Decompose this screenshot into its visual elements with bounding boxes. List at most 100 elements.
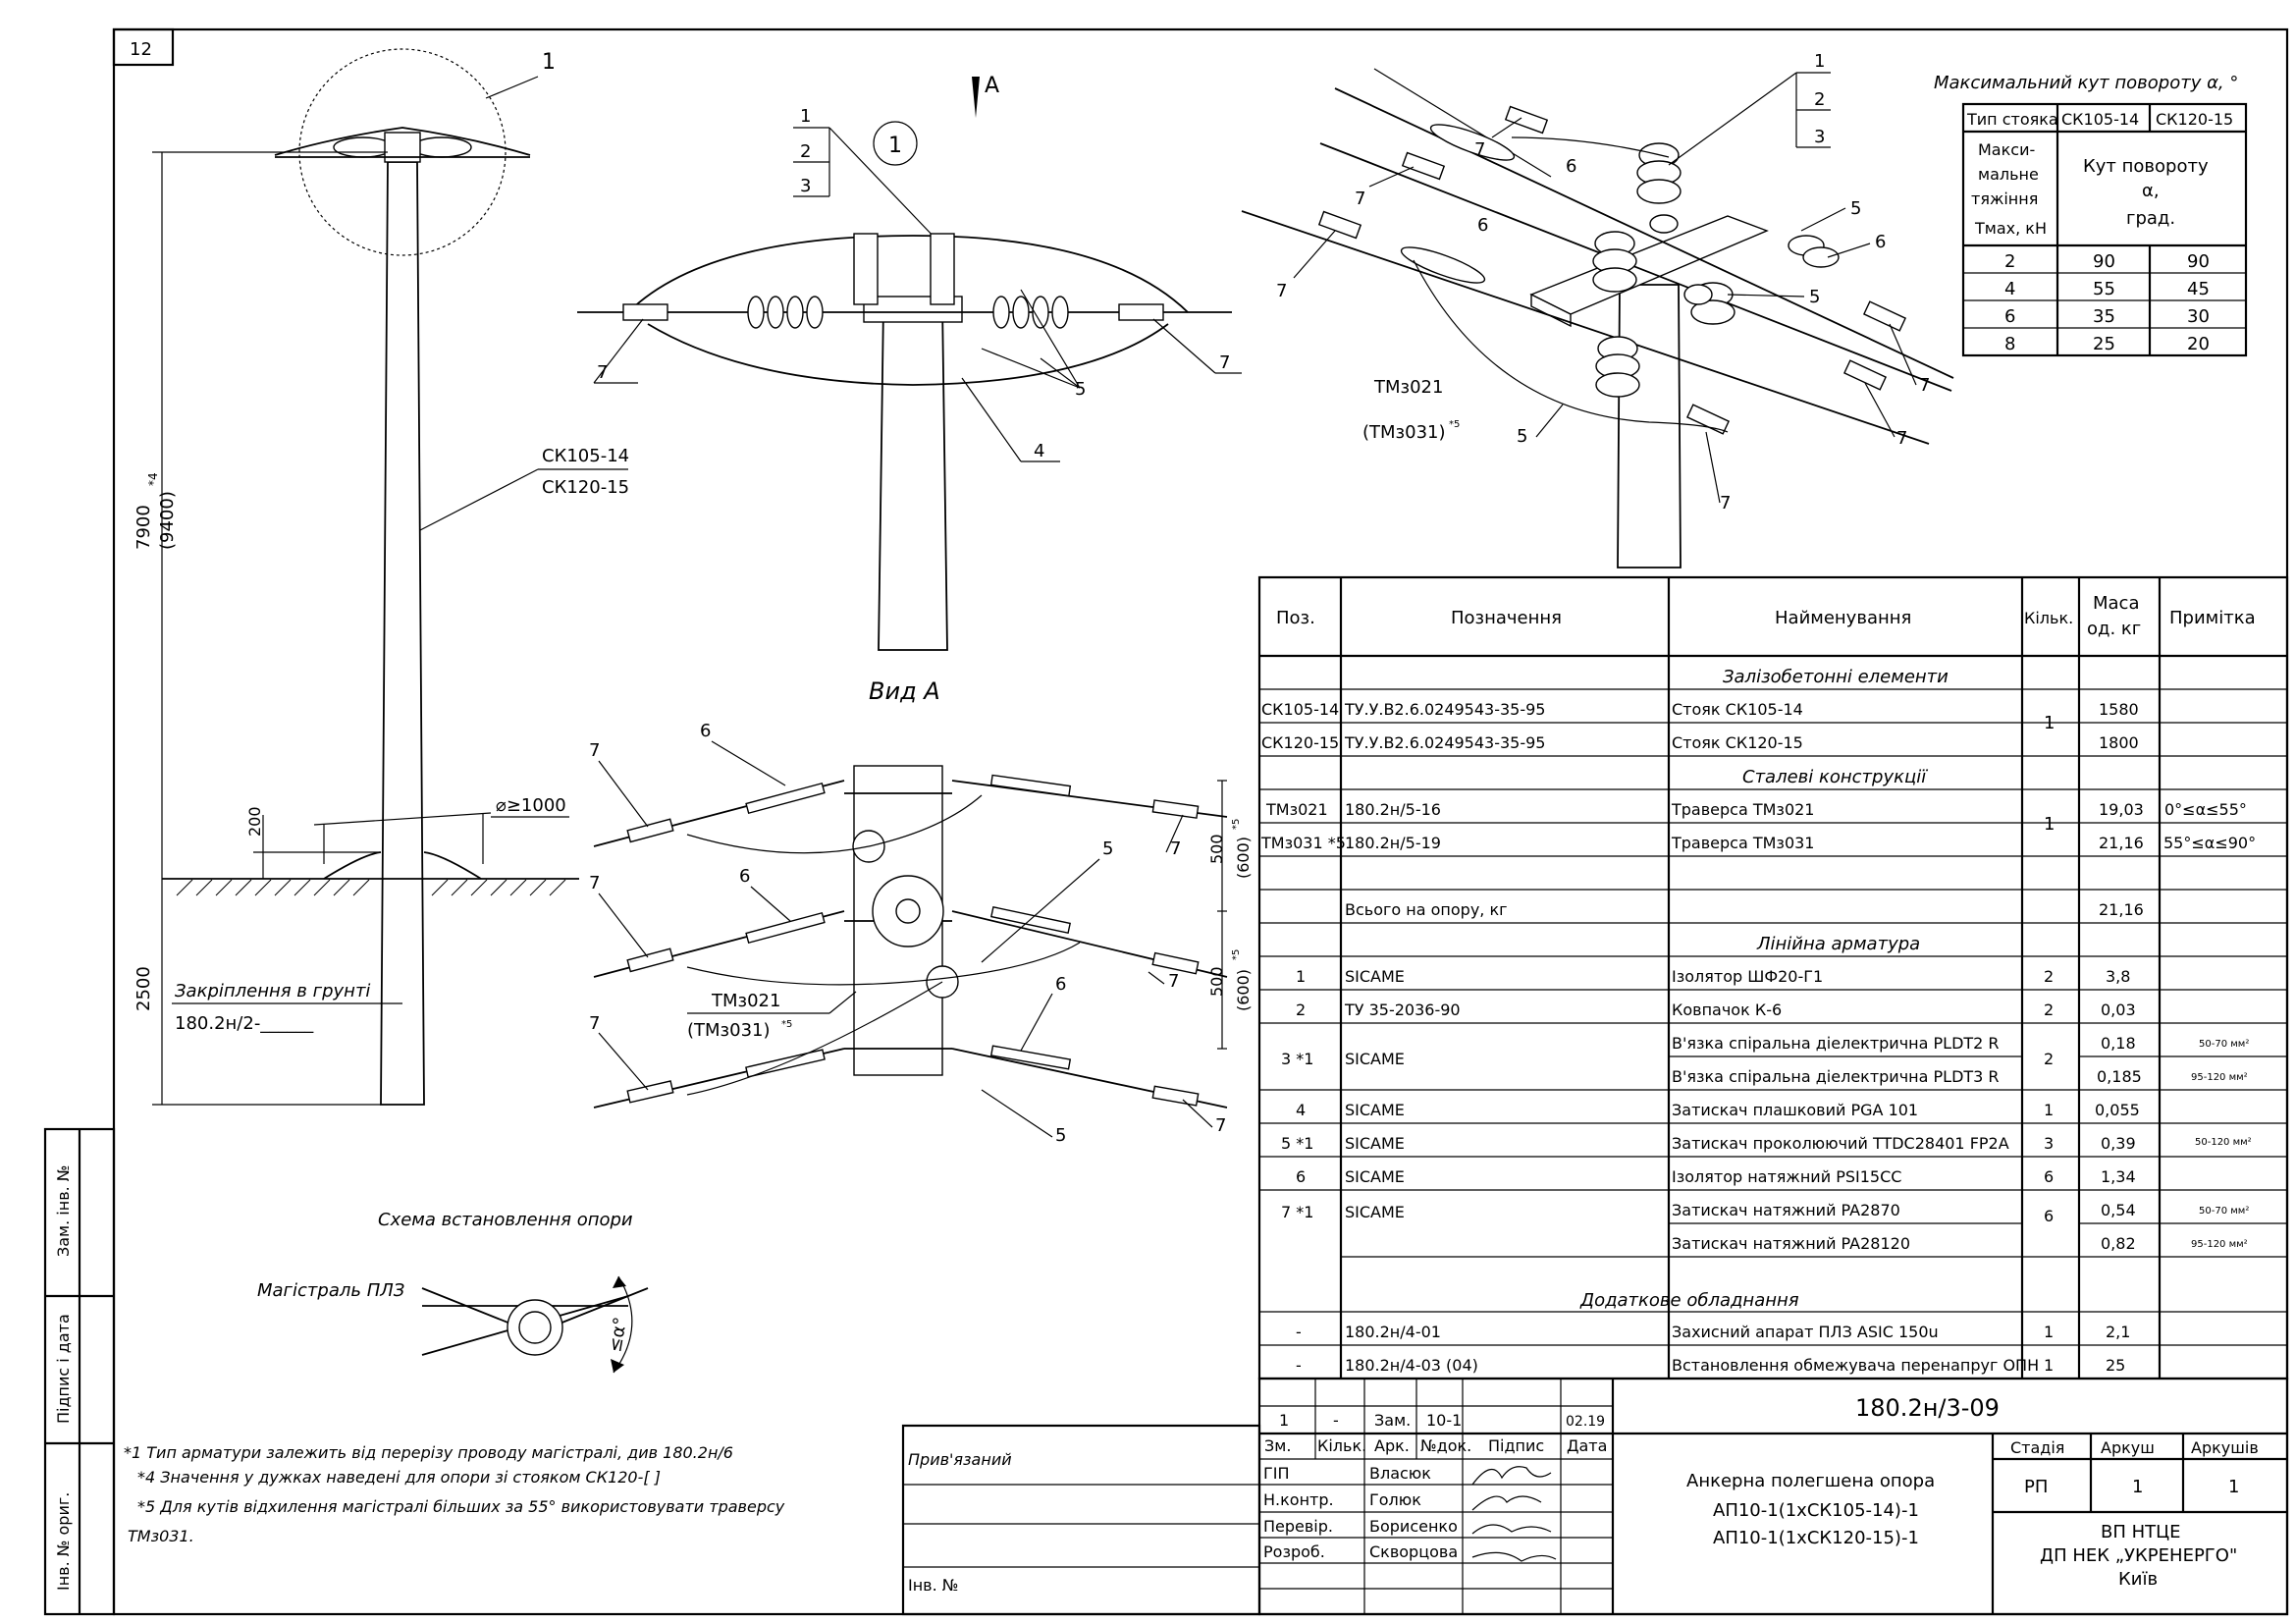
title-attached: Прив'язаний <box>908 1450 1012 1469</box>
angle-header-col2: СК120-15 <box>2156 110 2233 129</box>
spec-cell-mass: 0,54 <box>2101 1201 2136 1219</box>
spec-cell-des: ТУ.У.В2.6.0249543-35-95 <box>1344 700 1545 719</box>
sheets-value: 1 <box>2228 1477 2239 1497</box>
angle-row-b: 90 <box>2187 251 2210 272</box>
spec-cell-qty: 1 <box>2044 1101 2054 1119</box>
spec-cell-qty: 1 <box>2044 1356 2054 1375</box>
install-line-label: Магістраль ПЛЗ <box>257 1280 405 1301</box>
spec-cell-mass: 3,8 <box>2106 967 2130 986</box>
tb-header-6: Дата <box>1567 1436 1607 1455</box>
topview-leader-7b: 7 <box>1170 839 1181 859</box>
angle-header-col1: СК105-14 <box>2061 110 2139 129</box>
iso-leader-5a: 5 <box>1850 198 1861 219</box>
spec-cell-des: 180.2н/4-01 <box>1345 1323 1441 1341</box>
title-desc-1: Анкерна полегшена опора <box>1686 1471 1935 1491</box>
tb-header-4: №док. <box>1420 1436 1471 1455</box>
sheets-header: Аркушів <box>2191 1438 2259 1457</box>
tb-header-3: Арк. <box>1374 1436 1410 1455</box>
rev-cell-4: 10-1 <box>1426 1411 1462 1430</box>
detail-leader-5: 5 <box>1075 379 1086 400</box>
stage-value: РП <box>2024 1477 2048 1497</box>
topview-traverse-2: (ТМз031) <box>687 1020 771 1041</box>
angle-row-label-2: мальне <box>1978 165 2039 184</box>
spec-cell-qty: 1 <box>2044 1323 2054 1341</box>
spec-cell-pos: - <box>1296 1323 1302 1341</box>
spec-cell-name: Затискач плашковий PGA 101 <box>1672 1101 1918 1119</box>
note-1: *1 Тип арматури залежить від перерізу пр… <box>124 1443 733 1462</box>
angle-merged-1: Кут повороту <box>2083 156 2209 177</box>
topview-traverse-note: *5 <box>781 1019 792 1030</box>
left-strip: Зам. інв. № Підпис і дата Інв. № ориг. <box>43 1127 116 1616</box>
notes: *1 Тип арматури залежить від перерізу пр… <box>124 1443 785 1545</box>
ground-fix-ref: 180.2н/2-______ <box>175 1013 314 1034</box>
spec-header-designation: Позначення <box>1451 608 1562 628</box>
tb-person: Голюк <box>1369 1490 1421 1509</box>
install-scheme: Схема встановлення опори Магістраль ПЛЗ … <box>257 1210 649 1374</box>
angle-merged-3: град. <box>2126 208 2175 229</box>
embed-dim: 2500 <box>133 966 154 1011</box>
mound-dim: 200 <box>245 806 264 837</box>
spec-cell-pos: ТМз021 <box>1265 800 1328 819</box>
angle-row-b: 45 <box>2187 279 2210 299</box>
install-scheme-title: Схема встановлення опори <box>378 1210 633 1230</box>
topview-leader-7f: 7 <box>1215 1115 1226 1136</box>
angle-row-label-1: Макси- <box>1978 140 2035 159</box>
spec-cell-mass: 0,03 <box>2101 1001 2136 1019</box>
topview-leader-5b: 5 <box>1055 1125 1066 1146</box>
topview-leader-5a: 5 <box>1102 839 1113 859</box>
dim-600-1: (600) <box>1234 837 1253 879</box>
spec-cell-des: 180.2н/5-16 <box>1345 800 1441 819</box>
title-block: Прив'язаний Інв. № 1 - Зам. 10-1 <box>901 1377 2289 1616</box>
spec-cell-pos: СК105-14 <box>1261 700 1339 719</box>
rev-cell-1: 1 <box>1279 1411 1289 1430</box>
spec-cell-mass: 1800 <box>2099 733 2139 752</box>
topview-leader-7c: 7 <box>589 873 600 893</box>
angle-row-a: 25 <box>2093 334 2115 354</box>
dim-600-2: (600) <box>1234 969 1253 1011</box>
iso-leader-7a: 7 <box>1474 139 1485 160</box>
spec-cell-mass: 0,39 <box>2101 1134 2136 1153</box>
diameter-label: ⌀≥1000 <box>496 795 566 816</box>
spec-cell-pos: ТМз031 *5 <box>1260 834 1346 852</box>
pole-elevation: 1 7900 (9400) *4 2500 2 <box>133 48 629 1106</box>
dim-500-2: 500 <box>1207 966 1226 997</box>
spec-cell-name: Затискач натяжний PA28120 <box>1672 1234 1910 1253</box>
angle-row-t: 2 <box>2004 251 2015 272</box>
org-line-1: ВП НТЦЕ <box>2101 1522 2180 1542</box>
spec-cell-pos: СК120-15 <box>1261 733 1339 752</box>
sheet-value: 1 <box>2132 1477 2143 1497</box>
spec-cell-des: 180.2н/4-03 (04) <box>1345 1356 1478 1375</box>
spec-cell-name: Стояк СК120-15 <box>1672 733 1803 752</box>
spec-header-note: Примітка <box>2169 608 2256 628</box>
corner-number: 12 <box>130 39 152 60</box>
angle-row-b: 30 <box>2187 306 2210 327</box>
angle-row-t: 8 <box>2004 334 2015 354</box>
iso-leader-6b: 6 <box>1477 215 1488 236</box>
note-4: ТМз031. <box>128 1527 194 1545</box>
spec-cell-pos: 3 *1 <box>1281 1050 1313 1068</box>
angle-row-t: 6 <box>2004 306 2015 327</box>
spec-header-mass-2: од. кг <box>2087 619 2141 639</box>
spec-rows-fittings: 1 SICAME Ізолятор ШФ20-Г1 2 3,8 2 ТУ 35-… <box>1281 967 2252 1253</box>
pole-type-2: СК120-15 <box>542 477 629 498</box>
spec-cell-note: 95-120 мм² <box>2191 1072 2248 1083</box>
title-desc-2: АП10-1(1хСК105-14)-1 <box>1713 1500 1919 1521</box>
height-dim: 7900 <box>133 505 154 550</box>
detail-leader-7a: 7 <box>597 362 608 383</box>
topview-leader-7d: 7 <box>1168 971 1179 992</box>
view-a-label: Вид А <box>869 677 940 705</box>
ground-fix-label: Закріплення в грунті <box>175 981 370 1001</box>
iso-leader-7e: 7 <box>1720 493 1731 514</box>
spec-header-name: Найменування <box>1775 608 1911 628</box>
spec-total-value: 21,16 <box>2099 900 2144 919</box>
sheet-frame <box>112 27 2289 1616</box>
spec-cell-qty: 2 <box>2044 1050 2054 1068</box>
iso-leader-2: 2 <box>1814 89 1825 110</box>
topview-leader-7a: 7 <box>589 740 600 761</box>
dim-note-2: *5 <box>1231 949 1242 960</box>
spec-cell-name: Захисний апарат ПЛЗ ASIC 150u <box>1672 1323 1939 1341</box>
spec-cell-des: SICAME <box>1345 967 1405 986</box>
spec-rows-steel: ТМз021 180.2н/5-16 Траверса ТМз021 19,03… <box>1260 800 2256 852</box>
iso-leader-7b: 7 <box>1355 189 1365 209</box>
